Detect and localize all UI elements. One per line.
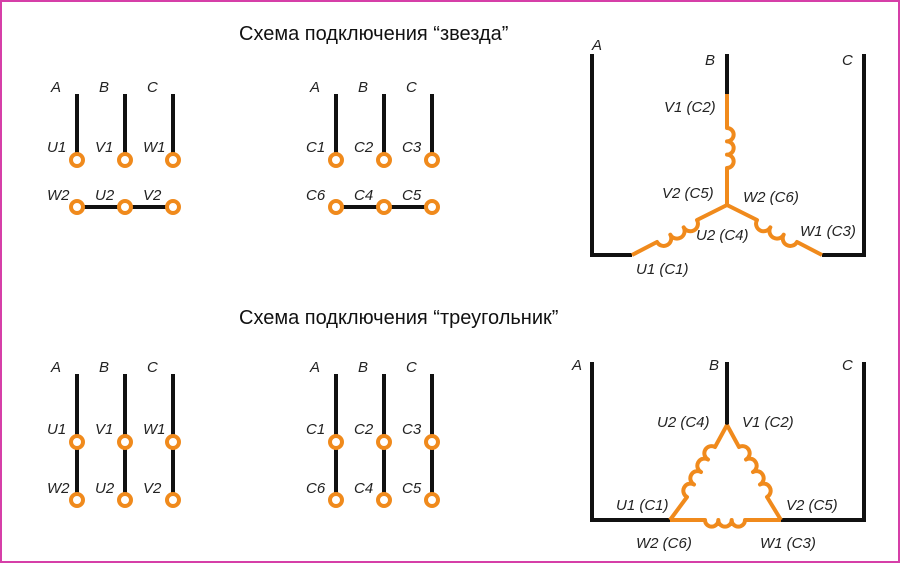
phase-label: B — [709, 357, 719, 374]
phase-c-wire — [781, 362, 866, 522]
terminal-label: C6 — [306, 480, 326, 497]
terminal-label: C2 — [354, 421, 374, 438]
terminal-label: V1 — [95, 421, 113, 438]
winding-w-coil — [726, 203, 823, 257]
terminal-label: U1 — [47, 421, 66, 438]
phase-c-wire — [822, 54, 866, 257]
winding-u-coil — [631, 203, 728, 257]
terminal-label: W1 — [143, 421, 166, 438]
terminal-label: W2 — [47, 187, 70, 204]
terminal-label: C6 — [306, 187, 326, 204]
terminal-icon — [328, 199, 344, 215]
winding-terminal-label: U1 (C1) — [616, 497, 669, 514]
terminal-label: C3 — [402, 139, 422, 156]
terminal-icon — [376, 492, 392, 508]
terminal-label: W1 — [143, 139, 166, 156]
terminal-label: W2 — [47, 480, 70, 497]
winding-terminal-label: V1 (C2) — [742, 414, 794, 431]
phase-label: A — [309, 359, 320, 376]
winding-terminal-label: V2 (C5) — [786, 497, 838, 514]
phase-label: B — [358, 359, 368, 376]
phase-label: B — [99, 79, 109, 96]
winding-w-coil — [670, 518, 781, 529]
phase-label: A — [571, 357, 582, 374]
winding-terminal-label: W1 (C3) — [760, 535, 816, 552]
terminal-label: C4 — [354, 187, 373, 204]
terminal-icon — [328, 152, 344, 168]
terminal-icon — [328, 492, 344, 508]
terminal-label: C5 — [402, 187, 422, 204]
terminal-icon — [117, 492, 133, 508]
phase-label: B — [705, 52, 715, 69]
terminal-icon — [165, 434, 181, 450]
phase-label: B — [99, 359, 109, 376]
terminal-label: V2 — [143, 480, 162, 497]
terminal-label: U1 — [47, 139, 66, 156]
phase-label: A — [50, 359, 61, 376]
phase-label: C — [406, 359, 417, 376]
terminal-icon — [165, 492, 181, 508]
delta-title: Схема подключения “треугольник” — [239, 307, 558, 329]
terminal-label: U2 — [95, 187, 115, 204]
phase-label: A — [309, 79, 320, 96]
terminal-icon — [424, 152, 440, 168]
terminal-label: C1 — [306, 139, 325, 156]
terminal-icon — [69, 434, 85, 450]
winding-v-coil — [725, 94, 736, 205]
terminal-label: V1 — [95, 139, 113, 156]
phase-label: C — [842, 52, 853, 69]
winding-terminal-label: W1 (C3) — [800, 223, 856, 240]
terminal-icon — [117, 199, 133, 215]
terminal-label: C3 — [402, 421, 422, 438]
terminal-icon — [424, 492, 440, 508]
winding-terminal-label: U1 (C1) — [636, 261, 689, 278]
terminal-icon — [424, 434, 440, 450]
phase-label: C — [147, 79, 158, 96]
winding-terminal-label: V2 (C5) — [662, 185, 714, 202]
terminal-icon — [424, 199, 440, 215]
terminal-label: C4 — [354, 480, 373, 497]
terminal-label: C5 — [402, 480, 422, 497]
terminal-label: C2 — [354, 139, 374, 156]
phase-label: C — [842, 357, 853, 374]
winding-terminal-label: U2 (C4) — [657, 414, 710, 431]
phase-label: B — [358, 79, 368, 96]
phase-label: A — [50, 79, 61, 96]
terminal-icon — [117, 152, 133, 168]
phase-a-wire — [590, 362, 670, 522]
terminal-label: U2 — [95, 480, 115, 497]
winding-terminal-label: W2 (C6) — [636, 535, 692, 552]
winding-terminal-label: W2 (C6) — [743, 189, 799, 206]
winding-terminal-label: V1 (C2) — [664, 99, 716, 116]
phase-label: C — [406, 79, 417, 96]
terminal-icon — [376, 434, 392, 450]
terminal-icon — [328, 434, 344, 450]
terminal-icon — [69, 199, 85, 215]
terminal-label: C1 — [306, 421, 325, 438]
terminal-icon — [165, 199, 181, 215]
terminal-icon — [69, 152, 85, 168]
terminal-icon — [117, 434, 133, 450]
winding-u-coil — [668, 424, 729, 522]
terminal-icon — [165, 152, 181, 168]
phase-label: C — [147, 359, 158, 376]
winding-v-coil — [725, 424, 783, 522]
phase-a-wire — [590, 54, 632, 257]
terminal-icon — [376, 152, 392, 168]
winding-terminal-label: U2 (C4) — [696, 227, 749, 244]
star-title: Схема подключения “звезда” — [239, 23, 508, 45]
terminal-label: V2 — [143, 187, 162, 204]
phase-label: A — [591, 37, 602, 54]
terminal-icon — [69, 492, 85, 508]
terminal-icon — [376, 199, 392, 215]
